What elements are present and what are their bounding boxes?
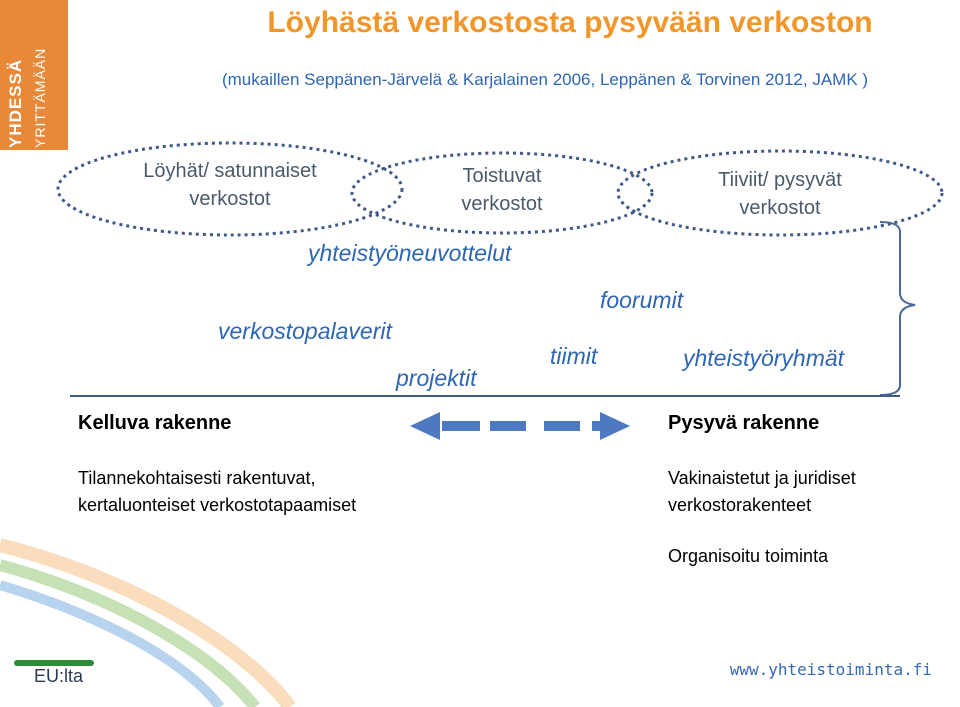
yhdessa-yrittamaan-logo: YHDESSÄ YRITTÄMÄÄN bbox=[0, 0, 68, 150]
right-description: Vakinaistetut ja juridiset verkostoraken… bbox=[668, 468, 856, 515]
page-subtitle: (mukaillen Seppänen-Järvelä & Karjalaine… bbox=[221, 70, 869, 89]
double-arrow bbox=[410, 412, 630, 440]
term-yhteistyoneuvottelut: yhteistyöneuvottelut bbox=[308, 240, 512, 266]
term-foorumit: foorumit bbox=[600, 287, 684, 313]
eu-logo: EU:lta bbox=[14, 660, 104, 698]
oval-middle bbox=[350, 151, 654, 235]
oval-left-label: Löyhät/ satunnaiset verkostot bbox=[143, 160, 317, 210]
term-tiimit: tiimit bbox=[550, 343, 598, 369]
right-organised: Organisoitu toiminta bbox=[668, 546, 829, 566]
page-title: Löyhästä verkostosta pysyvään verkoston bbox=[267, 6, 873, 39]
oval-middle-label: Toistuvat verkostot bbox=[461, 165, 543, 215]
website-link[interactable]: www.yhteistoiminta.fi bbox=[729, 660, 932, 679]
term-yhteistyoryhmat: yhteistyöryhmät bbox=[683, 345, 845, 371]
oval-right-label: Tiiviit/ pysyvät verkostot bbox=[718, 169, 842, 219]
oval-right bbox=[616, 149, 944, 237]
right-heading: Pysyvä rakenne bbox=[668, 412, 820, 434]
term-projektit: projektit bbox=[396, 365, 477, 391]
left-heading: Kelluva rakenne bbox=[78, 412, 232, 434]
oval-left bbox=[56, 141, 404, 237]
right-bracket bbox=[879, 221, 916, 396]
term-verkostopalaverit: verkostopalaverit bbox=[218, 318, 392, 344]
left-description: Tilannekohtaisesti rakentuvat, kertaluon… bbox=[78, 468, 357, 515]
decorative-curves bbox=[0, 538, 296, 707]
